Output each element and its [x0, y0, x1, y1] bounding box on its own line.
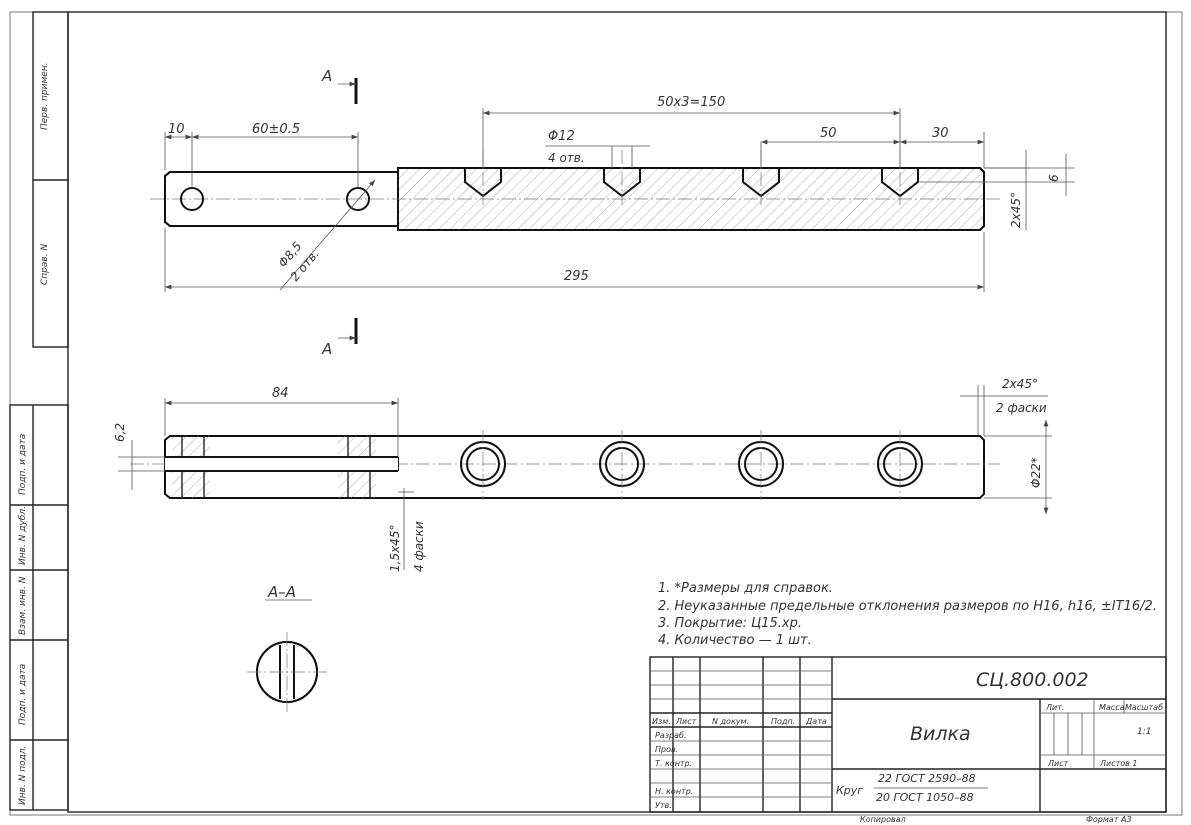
section-mark-top: А [321, 67, 358, 104]
front-view [130, 430, 1000, 500]
title-block: СЦ.800.002 Вилка Круг 22 ГОСТ 2590–88 20… [649, 656, 1167, 824]
doc-number: СЦ.800.002 [976, 669, 1089, 691]
material-top: 22 ГОСТ 2590–88 [878, 772, 976, 785]
margin-label: Подп. и дата [18, 434, 28, 495]
svg-text:Т. контр.: Т. контр. [655, 759, 692, 768]
section-mark-bottom: А [321, 318, 358, 358]
note-line: 2. Неуказанные предельные отклонения раз… [658, 599, 1157, 614]
front-view-dimensions: 84 6,2 2х45° 2 фаски Φ22* 1,5х45° 4 фаск… [113, 377, 1052, 572]
dim-30: 30 [932, 126, 949, 141]
svg-text:Лист: Лист [675, 717, 697, 726]
note-line: 1. *Размеры для справок. [658, 581, 833, 596]
section-title: А–А [267, 583, 296, 601]
dim-150: 50х3=150 [657, 95, 725, 110]
margin-label: Инв. N подл. [18, 746, 28, 805]
dim-60: 60±0.5 [252, 122, 300, 137]
margin-label: Инв. N дубл. [18, 506, 28, 565]
note-line: 3. Покрытие: Ц15.хр. [658, 616, 802, 631]
hole-12-label: Φ12 [548, 129, 575, 144]
top-view-dimensions: 10 60±0.5 50х3=150 50 30 Φ12 4 отв. 6 2х… [164, 95, 1075, 292]
material-bottom: 20 ГОСТ 1050–88 [876, 791, 974, 804]
diameter-22: Φ22* [1029, 457, 1043, 488]
svg-text:Изм.: Изм. [652, 717, 671, 726]
svg-text:А: А [321, 340, 332, 358]
margin-label: Взам. инв. N [18, 576, 28, 635]
dim-6-2: 6,2 [113, 423, 127, 442]
margin-label: Справ. N [40, 244, 50, 285]
svg-text:Дата: Дата [805, 717, 827, 726]
svg-text:А: А [321, 67, 332, 85]
svg-text:Копировал: Копировал [860, 815, 906, 824]
dim-10: 10 [168, 122, 185, 137]
chamfer-1-5x45: 1,5х45° [388, 525, 402, 572]
svg-text:Масштаб: Масштаб [1125, 703, 1163, 712]
dim-50: 50 [820, 126, 837, 141]
svg-text:Листов 1: Листов 1 [1099, 759, 1138, 768]
top-view [150, 150, 1000, 231]
material-prefix: Круг [836, 784, 863, 797]
part-name: Вилка [910, 723, 971, 745]
svg-text:Утв.: Утв. [655, 801, 672, 810]
hole-12-count: 4 отв. [548, 151, 585, 165]
dim-84: 84 [272, 386, 289, 401]
svg-text:Пров.: Пров. [655, 745, 678, 754]
dim-295: 295 [564, 269, 589, 284]
margin-label: Перв. примен. [40, 62, 50, 130]
technical-notes: 1. *Размеры для справок. 2. Неуказанные … [658, 581, 1157, 648]
margin-label: Подп. и дата [18, 664, 28, 725]
scale-value: 1:1 [1137, 727, 1151, 737]
svg-text:Формат А3: Формат А3 [1086, 815, 1132, 824]
drill-holes [464, 150, 919, 205]
chamfer-2x45: 2х45° [1002, 377, 1038, 391]
svg-text:Подп.: Подп. [771, 717, 795, 726]
chamfer-2-count: 2 фаски [996, 401, 1047, 415]
svg-text:Лит.: Лит. [1045, 703, 1064, 712]
left-margin-strip: Перв. примен. Справ. N Подп. и дата Инв.… [9, 11, 69, 811]
svg-text:Лист: Лист [1047, 759, 1069, 768]
note-line: 4. Количество — 1 шт. [658, 633, 812, 648]
dim-6: 6 [1047, 174, 1061, 182]
svg-text:Масса: Масса [1099, 703, 1125, 712]
svg-text:N докум.: N докум. [712, 717, 749, 726]
chamfer-top-view: 2х45° [1009, 192, 1023, 228]
chamfer-4-count: 4 фаски [412, 521, 426, 572]
svg-text:Разраб.: Разраб. [655, 731, 686, 740]
front-view-holes [460, 430, 923, 500]
svg-text:Н. контр.: Н. контр. [655, 787, 693, 796]
section-a-a: А–А [247, 583, 327, 712]
